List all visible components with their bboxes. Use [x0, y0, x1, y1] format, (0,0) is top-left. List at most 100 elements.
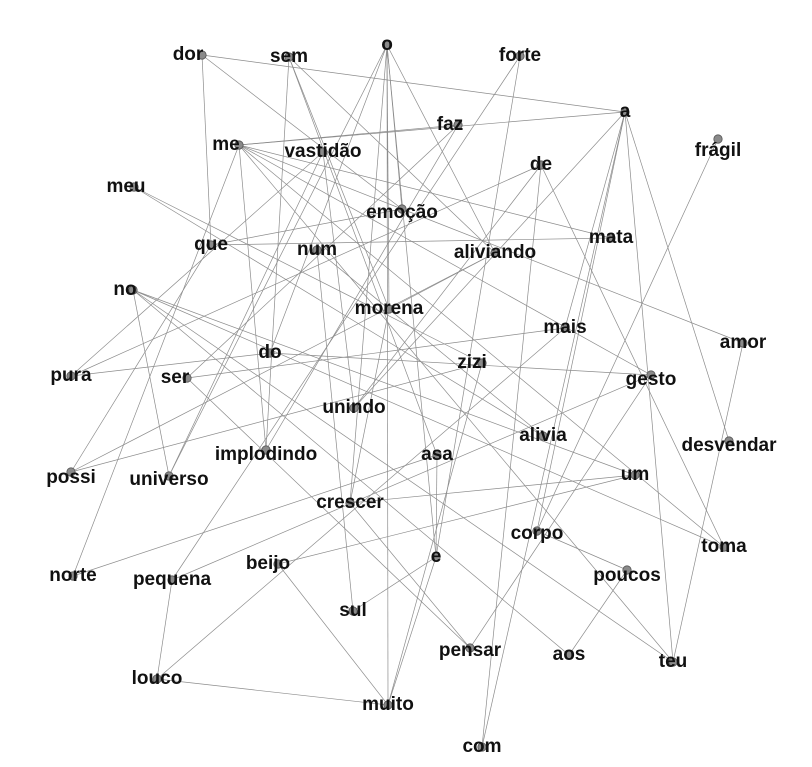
- node-amor: amor: [720, 332, 767, 353]
- node-label: mais: [543, 317, 586, 338]
- node-label: aos: [553, 644, 586, 665]
- node-dot: [397, 204, 407, 214]
- node-label: sem: [270, 46, 308, 67]
- node-muito: muito: [362, 694, 414, 715]
- node-beijo: beijo: [246, 553, 290, 574]
- edge-no-um: [132, 289, 636, 476]
- node-dot: [182, 373, 192, 383]
- edge-o-crescer: [349, 44, 388, 504]
- node-label: um: [621, 464, 650, 485]
- edge-do-gesto: [269, 352, 652, 376]
- edge-me-norte: [72, 144, 240, 577]
- node-dot: [128, 285, 138, 295]
- node-label: num: [297, 239, 337, 260]
- edge-universo-vastidão: [168, 151, 324, 477]
- node-unindo: unindo: [322, 397, 385, 418]
- edge-num-sul: [316, 249, 354, 612]
- edge-a-me: [238, 111, 626, 146]
- node-dot: [431, 552, 441, 562]
- node-dot: [465, 643, 475, 653]
- edge-a-teu: [624, 111, 674, 663]
- node-corpo: corpo: [511, 523, 564, 544]
- edge-me-emoção: [238, 144, 403, 210]
- edge-zizi-possi: [70, 362, 483, 473]
- node-pura: pura: [50, 365, 92, 386]
- edge-meu-alivia: [133, 186, 544, 437]
- edge-forte-e: [435, 55, 521, 558]
- node-label: que: [194, 234, 228, 255]
- node-desvendar: desvendar: [681, 435, 777, 456]
- edge-aliviando-possi: [70, 252, 496, 473]
- node-dot: [348, 606, 358, 616]
- edge-emoção-que: [210, 208, 403, 246]
- edges-group: [70, 44, 744, 748]
- node-dot: [724, 436, 734, 446]
- edge-zizi-muito: [387, 362, 483, 706]
- node-dot: [164, 471, 174, 481]
- node-dot: [477, 742, 487, 752]
- node-asa: asa: [421, 444, 453, 465]
- edge-faz-implodindo: [265, 124, 459, 451]
- node-pensar: pensar: [439, 640, 502, 661]
- node-dot: [318, 147, 328, 157]
- node-label: vastidão: [284, 141, 361, 162]
- node-dot: [129, 182, 139, 192]
- node-dot: [265, 348, 275, 358]
- node-gesto: gesto: [626, 369, 677, 390]
- node-emoção: emoção: [366, 202, 438, 223]
- node-dot: [66, 371, 76, 381]
- node-forte: forte: [499, 45, 541, 66]
- node-dot: [620, 107, 630, 117]
- node-meu: meu: [106, 176, 145, 197]
- node-com: com: [462, 736, 501, 757]
- edge-emoção-amor: [401, 208, 744, 344]
- node-label: meu: [106, 176, 145, 197]
- node-dot: [538, 431, 548, 441]
- edge-mais-louco: [156, 327, 566, 680]
- node-label: universo: [129, 469, 208, 490]
- edge-que-mata: [210, 237, 612, 246]
- node-dot: [719, 542, 729, 552]
- edge-de-pura: [70, 164, 542, 377]
- node-dot: [234, 140, 244, 150]
- node-dot: [68, 571, 78, 581]
- edge-aliviando-morena: [388, 252, 496, 310]
- node-dot: [66, 467, 76, 477]
- node-label: mata: [589, 227, 634, 248]
- node-dot: [152, 674, 162, 684]
- edge-no-aos: [132, 289, 570, 656]
- node-dot: [713, 134, 723, 144]
- node-dot: [630, 470, 640, 480]
- node-dot: [477, 358, 487, 368]
- node-crescer: crescer: [316, 492, 384, 513]
- edge-o-universo: [168, 44, 388, 477]
- node-label: emoção: [366, 202, 438, 223]
- node-morena: morena: [355, 298, 424, 319]
- node-mata: mata: [589, 227, 634, 248]
- edge-me-mata: [238, 144, 612, 239]
- node-dot: [383, 700, 393, 710]
- edge-sem-asa: [288, 56, 438, 456]
- edge-o-morena: [386, 44, 390, 310]
- node-mais: mais: [543, 317, 586, 338]
- node-label: a: [620, 101, 631, 122]
- edge-de-toma: [540, 164, 725, 548]
- edge-e-sul: [352, 556, 437, 612]
- node-dot: [284, 52, 294, 62]
- node-label: gesto: [626, 369, 677, 390]
- node-label: forte: [499, 45, 541, 66]
- node-dot: [536, 160, 546, 170]
- node-dot: [668, 657, 678, 667]
- edge-o-muito: [386, 44, 389, 706]
- node-label: crescer: [316, 492, 384, 513]
- edge-de-unindo: [353, 164, 542, 409]
- edge-e-muito: [387, 556, 437, 706]
- node-pequena: pequena: [133, 569, 212, 590]
- node-dot: [349, 403, 359, 413]
- node-label: o: [381, 34, 393, 55]
- node-e: e: [431, 546, 442, 567]
- edge-gesto-pensar: [469, 374, 652, 649]
- node-label: muito: [362, 694, 414, 715]
- node-dot: [345, 498, 355, 508]
